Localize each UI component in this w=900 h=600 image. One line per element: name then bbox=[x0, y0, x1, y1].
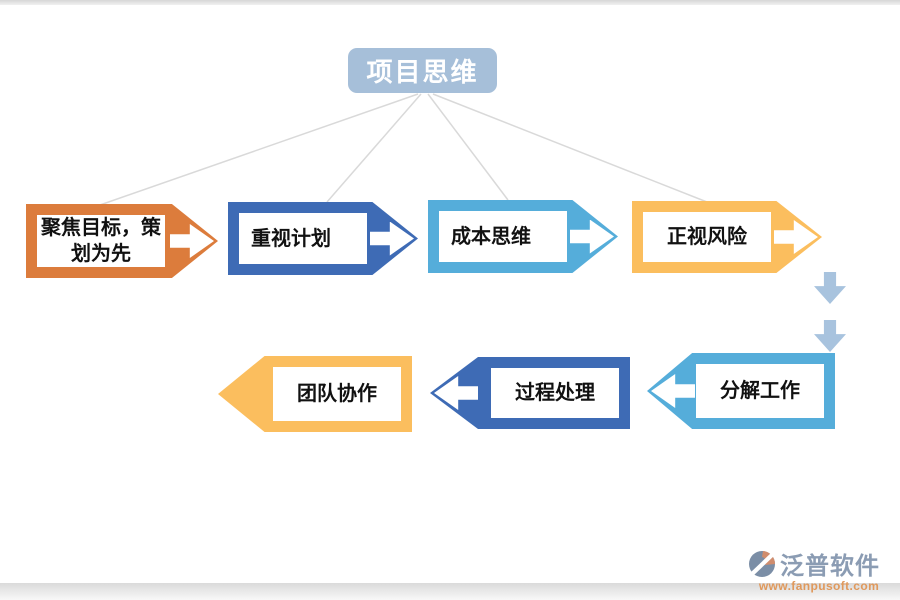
watermark-url: www.fanpusoft.com bbox=[758, 579, 880, 593]
node-team-collaboration: 团队协作 bbox=[218, 356, 412, 432]
watermark: 泛普软件 www.fanpusoft.com bbox=[748, 546, 890, 593]
diagram-title: 项目思维 bbox=[348, 48, 497, 93]
connector-line bbox=[427, 93, 509, 201]
node-inner-panel bbox=[439, 211, 567, 262]
node-inner-panel bbox=[696, 364, 824, 418]
node-label: 过程处理 bbox=[515, 382, 595, 404]
diagram-title-label: 项目思维 bbox=[366, 57, 479, 87]
node-label: 重视计划 bbox=[251, 227, 331, 250]
node-label: 团队协作 bbox=[297, 383, 377, 405]
node-cost-thinking: 成本思维 bbox=[428, 200, 618, 273]
down-arrow-icon bbox=[814, 272, 846, 304]
node-label: 成本思维 bbox=[451, 225, 531, 248]
node-inner-panel bbox=[273, 367, 401, 421]
node-value-planning: 重视计划 bbox=[228, 202, 418, 275]
bottom-border-strip bbox=[0, 583, 900, 600]
down-arrow-icon bbox=[814, 320, 846, 352]
watermark-row: 泛普软件 bbox=[748, 546, 890, 581]
node-inner-panel bbox=[491, 368, 619, 418]
node-inner-panel bbox=[37, 215, 165, 267]
node-inner-panel bbox=[643, 212, 771, 262]
node-focus-goals: 聚焦目标，策划为先 bbox=[26, 204, 218, 278]
connector-line bbox=[99, 93, 419, 206]
watermark-brand: 泛普软件 bbox=[780, 553, 880, 580]
node-label: 分解工作 bbox=[720, 380, 800, 402]
node-decompose-work: 分解工作 bbox=[647, 353, 835, 429]
node-face-risks: 正视风险 bbox=[632, 201, 822, 273]
connector-line bbox=[326, 93, 422, 203]
node-label: 聚焦目标，策划为先 bbox=[41, 217, 161, 265]
fanpu-logo-icon bbox=[749, 550, 776, 577]
node-process-handling: 过程处理 bbox=[430, 357, 630, 429]
top-border-strip bbox=[0, 0, 900, 5]
connector-line bbox=[432, 93, 708, 203]
node-label: 正视风险 bbox=[667, 226, 747, 248]
node-inner-panel bbox=[239, 213, 367, 264]
